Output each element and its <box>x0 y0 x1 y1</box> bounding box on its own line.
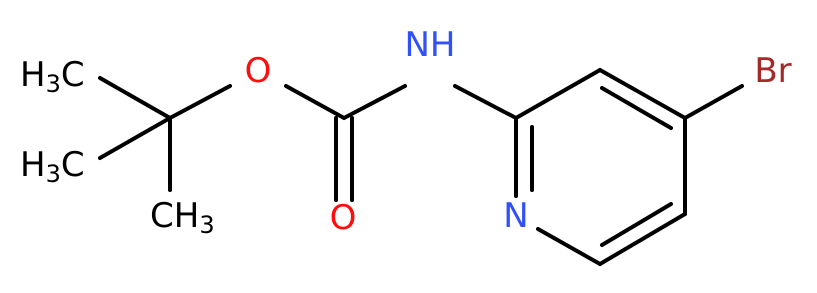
bond-cq-oester <box>168 84 232 120</box>
atom-ch3-bottom: CH3 <box>150 196 215 239</box>
bond-c6-nring <box>536 227 602 266</box>
bond-c5-c6 <box>598 212 687 266</box>
bond-ch3top-cq <box>98 76 172 120</box>
bond-ch3mid-cq <box>98 116 172 160</box>
bond-c3-c4-inner <box>600 86 673 130</box>
bond-c2-c3 <box>514 68 602 120</box>
atom-ch3-mid: H3C <box>20 145 85 188</box>
atom-br: Br <box>754 51 791 91</box>
atom-n-ring: N <box>503 196 528 236</box>
atom-nh-amide: NH <box>405 25 456 65</box>
atom-ch3-top: H3C <box>20 55 85 98</box>
bond-c3-c4 <box>598 68 687 120</box>
bonds <box>98 68 744 266</box>
atom-o-carbonyl: O <box>330 198 357 238</box>
bond-oester-ccarb <box>284 84 346 120</box>
bond-ccarb-nh <box>342 84 407 120</box>
bond-c5-c6-inner <box>600 202 673 247</box>
atom-labels: H3C H3C CH3 O O NH N Br <box>20 25 792 239</box>
bond-c4-br <box>683 84 744 120</box>
atom-o-ester: O <box>245 51 272 91</box>
bond-nh-c2 <box>453 84 518 120</box>
